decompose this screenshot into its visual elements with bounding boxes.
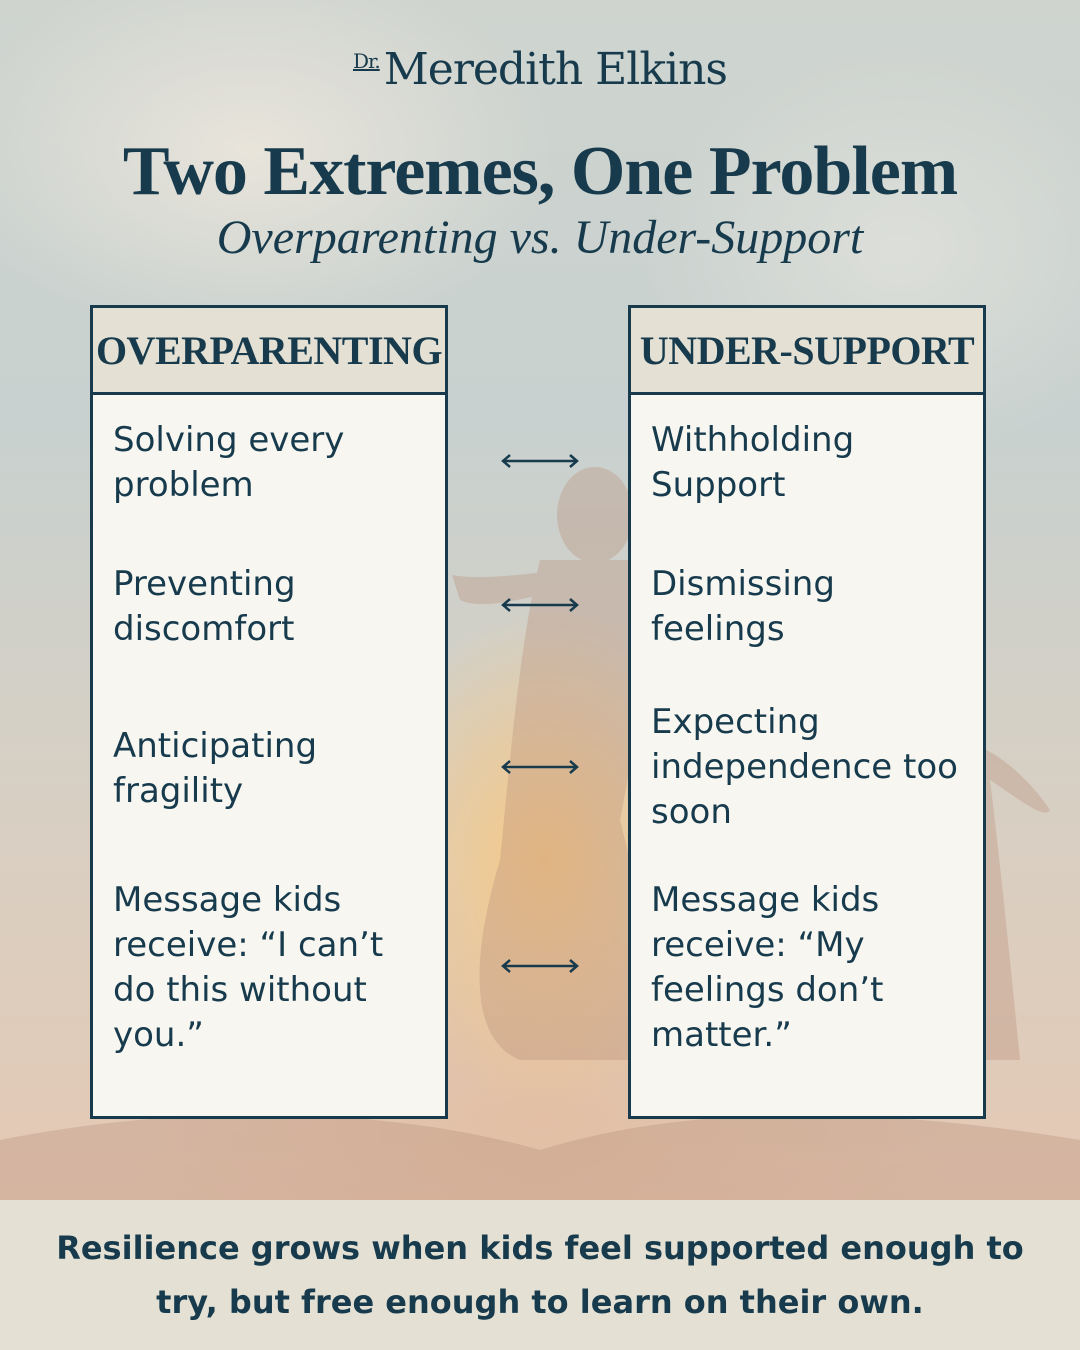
overparenting-item: Preventing discomfort bbox=[113, 564, 296, 649]
page-title: Two Extremes, One Problem bbox=[122, 133, 958, 210]
overparenting-item: Message kids receive: “I can’t do this w… bbox=[113, 880, 384, 1055]
overparenting-item: Anticipating fragility bbox=[113, 726, 318, 811]
under-support-header: UNDER-SUPPORT bbox=[631, 308, 983, 395]
brand-prefix: Dr. bbox=[352, 49, 381, 73]
under-support-column: UNDER-SUPPORT Withholding Support Dismis… bbox=[628, 305, 986, 1119]
overparenting-header: OVERPARENTING bbox=[93, 308, 445, 395]
overparenting-item: Solving every problem bbox=[113, 420, 345, 505]
double-arrow-icon bbox=[501, 760, 579, 774]
double-arrow-icon bbox=[501, 454, 579, 468]
footer-message: Resilience grows when kids feel supporte… bbox=[56, 1229, 1024, 1321]
footer-band: Resilience grows when kids feel supporte… bbox=[0, 1200, 1080, 1350]
under-support-item: Message kids receive: “My feelings don’t… bbox=[651, 880, 884, 1055]
double-arrow-icon bbox=[501, 598, 579, 612]
double-arrow-icon bbox=[501, 959, 579, 973]
overparenting-column: OVERPARENTING Solving every problem Prev… bbox=[90, 305, 448, 1119]
under-support-item: Expecting independence too soon bbox=[651, 702, 958, 832]
brand-logo: Dr.Meredith Elkins bbox=[0, 44, 1080, 95]
under-support-item: Withholding Support bbox=[651, 420, 855, 505]
brand-name: Meredith Elkins bbox=[383, 44, 728, 95]
page-subtitle: Overparenting vs. Under-Support bbox=[216, 211, 864, 264]
under-support-item: Dismissing feelings bbox=[651, 564, 835, 649]
